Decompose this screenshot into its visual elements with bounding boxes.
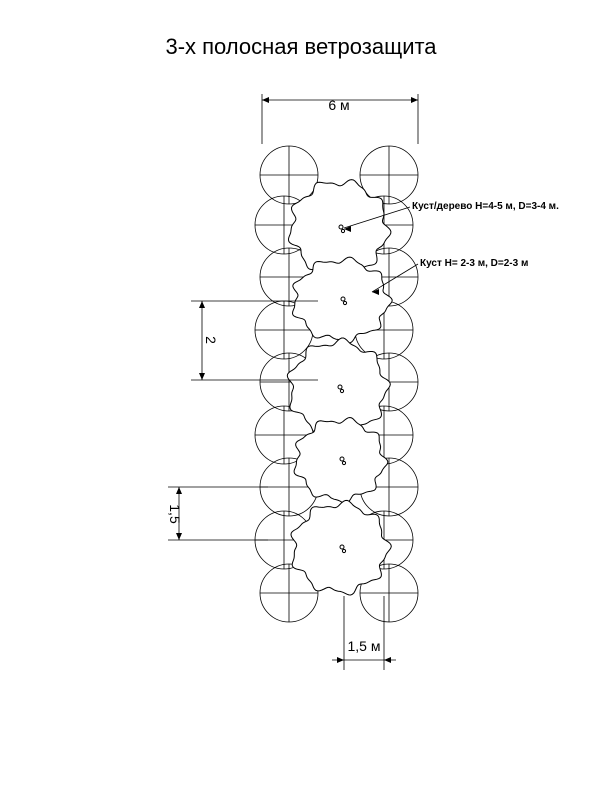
crown-centre-mark bbox=[339, 456, 345, 462]
tree-crown bbox=[286, 337, 391, 438]
shrub-callout-label: Куст H= 2-3 м, D=2-3 м bbox=[420, 258, 528, 269]
tree-callout-label: Куст/дерево H=4-5 м, D=3-4 м. bbox=[412, 201, 559, 212]
width-dimension-label: 6 м bbox=[328, 97, 349, 113]
hedge-circle bbox=[259, 563, 319, 623]
arrowhead bbox=[384, 657, 391, 663]
arrowhead bbox=[199, 373, 205, 380]
crown-centre-mark bbox=[339, 388, 345, 394]
arrowhead bbox=[176, 533, 182, 540]
gap-dimension-label: 2 bbox=[203, 336, 219, 344]
crown-centre-mark bbox=[338, 224, 344, 230]
shrub-crown bbox=[291, 256, 393, 344]
crown-centre-mark bbox=[341, 548, 347, 554]
crown-centre-mark bbox=[337, 384, 343, 390]
crown-centre-mark bbox=[341, 460, 347, 466]
tree-leader-line bbox=[343, 206, 411, 229]
arrowhead bbox=[262, 97, 269, 103]
arrowhead bbox=[411, 97, 418, 103]
crown-centre-mark bbox=[342, 300, 348, 306]
spacing-dimension-label: 1,5 bbox=[167, 504, 183, 524]
tree-crown bbox=[290, 499, 392, 596]
central-crowns bbox=[286, 179, 393, 596]
page-title: 3-х полосная ветрозащита bbox=[165, 34, 437, 59]
dimension-lines bbox=[168, 94, 419, 670]
crown-centre-mark bbox=[339, 544, 345, 550]
bottom-dimension-label: 1,5 м bbox=[348, 638, 381, 654]
hedge-circle bbox=[359, 563, 419, 623]
crown-centre-mark bbox=[340, 228, 346, 234]
arrowhead bbox=[199, 301, 205, 308]
hedge-circle bbox=[359, 145, 419, 205]
arrowhead bbox=[372, 289, 379, 295]
arrowhead bbox=[337, 657, 344, 663]
crown-centre-mark bbox=[340, 296, 346, 302]
shrub-crown bbox=[293, 416, 389, 504]
arrowhead bbox=[176, 487, 182, 494]
hedge-circle bbox=[259, 145, 319, 205]
shrub-leader-line bbox=[371, 263, 419, 293]
arrowhead bbox=[344, 226, 351, 232]
